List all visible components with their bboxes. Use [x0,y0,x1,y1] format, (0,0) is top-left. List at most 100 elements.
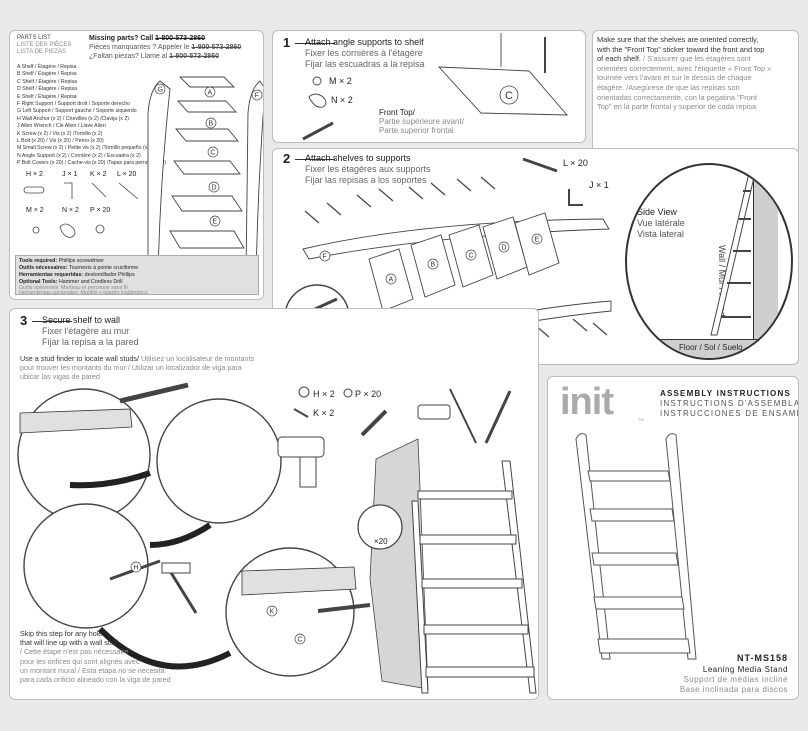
parts-title-fr: LISTE DES PIÈCES [17,42,72,48]
stud-2b: Utilizar un localizador de viga para [131,363,242,372]
missing-parts-es: ¿Faltan piezas? Llame al 1-800-573-2860 [89,53,219,60]
list-item: N Angle Support (x 2) / Cornière (x 2) /… [17,152,141,159]
hammer-handle-icon [168,570,198,614]
shelf-c-label: C [469,253,474,260]
part-label-e: E [213,219,218,226]
part-label-f: F [255,93,259,100]
assembled-shelf-4 [423,624,529,635]
stud-line-1: Use a stud finder to locate wall studs/ … [20,354,254,363]
support-f-label: F [323,254,327,261]
skip-4: pour les orifices qui sont alignés avec [20,656,140,666]
stud-finder-text: Use a stud finder to locate wall studs/ … [20,354,254,381]
list-item: J Allen Wrench / Clé Allen / Llave Allen [17,123,106,130]
hw-h: H × 2 [26,171,43,178]
front-top-es: Parte superior frontal [379,126,454,135]
arrow-3-icon [97,626,232,670]
step3-k: K × 2 [313,408,335,418]
product-name-es: Base inclinada para discos [679,685,788,694]
tool-hammer-icon [449,388,477,444]
note-en-1: Make sure that the shelves are oriented … [597,35,759,44]
arrow-1-icon [69,470,151,489]
assembly-instructions-fr: INSTRUCTIONS D'ASSEMBLAGE [660,399,799,408]
stud-line-2: pour trouver les montants du mur / Utili… [20,363,254,372]
assembled-shelf-1 [417,490,513,500]
stud-1: Use a stud finder to locate wall studs/ [20,354,140,363]
tools-required-label: Tools required: [19,258,58,264]
small-screw-icon [312,76,322,86]
shelf-b-label: B [431,262,436,269]
stud-2: pour trouver les montants du mur / [20,363,130,372]
model-number: NT-MS158 [736,653,788,663]
brand-logo: init [560,381,614,423]
screwdriver-icon [317,603,371,613]
step1-title-fr: Fixer les cornières à l'étagère [305,48,423,58]
side-view-es: Vista lateral [637,229,684,239]
tools-box: Tools required: Phillips screwdriver Out… [15,255,259,296]
assembly-instructions-es: INSTRUCCIONES DE ENSAMBLAJE [660,409,798,418]
wall-anchor-h-icon [298,386,310,398]
skip-line-5: un montant mural / Esta etapa no se nece… [20,666,171,675]
step3-title-en: Secure shelf to wall [42,315,121,325]
tools-fr: Outils nécessaires: Tournevis à pointe c… [19,265,138,271]
side-view-circle: Wall / Mur / Pared Floor / Sol / Suelo S… [625,163,793,360]
note-fr-2: orientées correctement, avec l'étiquette… [597,63,772,73]
step3-p: P × 20 [355,389,382,399]
step3-divider [32,321,72,322]
skip-3: / Cette étape n'est pas nécessaire [20,647,129,657]
screw-k-icon [293,408,309,418]
side-view-ladder [710,172,756,336]
angle-support-icon [308,93,327,108]
parts-title-es: LISTA DE PIEZAS [17,49,66,55]
wall-section-1 [19,408,133,434]
step3-title-es: Fijar la repisa a la pared [42,337,139,347]
shelf-c-badge [499,85,519,105]
step1-number: 1 [283,35,291,50]
hw-l: L × 20 [117,171,137,178]
note-fr-4: étagère. /Asegúrese de que las repisas s… [597,82,740,92]
tools-es: Herramientas requeridas: destornillador … [19,272,135,278]
circle-drill [156,398,282,524]
part-label-c: C [211,150,216,157]
step3-title-fr: Fixer l'étagère au mur [42,326,130,336]
hw-n: N × 2 [62,207,79,214]
optional-tools-es: Herramientas opcionales: Martillo y tala… [19,290,148,296]
step2-j: J × 1 [589,180,609,190]
bolt-l-icon [118,182,139,200]
step3-k-label: K [270,609,275,616]
list-item: E Shelf / Étagère / Repisa [17,93,77,100]
step2-divider [295,159,335,160]
hw-j: J × 1 [62,171,78,178]
list-item: C Shelf / Étagère / Repisa [17,78,77,85]
brand-panel: init TM ASSEMBLY INSTRUCTIONS INSTRUCTIO… [547,376,799,700]
side-view-en: Side View [637,207,677,217]
note-line-3: of each shelf. / S'assurer que les étagè… [597,54,771,64]
bolt-cover-icon [95,224,105,234]
bolt-cover-count: ×20 [374,537,388,546]
bolt-cover-zoom-circle [357,504,403,550]
screwdriver-icon [302,121,334,141]
exploded-parts-illustration: G F A B C D E [147,76,263,278]
stand-shelf-2 [589,508,675,522]
product-name-en: Leaning Media Stand [702,665,788,674]
assembled-shelf-5 [425,666,535,678]
step3-c-label: C [298,637,303,644]
skip-2: that will line up with a wall stud. [20,638,120,648]
step2-number: 2 [283,151,291,166]
stud-1b: Utilisez un localisateur de montants [141,354,255,363]
note-en-2: with the "Front Top" sticker toward the … [597,44,765,54]
stand-shelf-1 [587,470,671,482]
parts-items-list: A Shelf / Étagère / Repisa B Shelf / Éta… [17,64,166,168]
step1-illustration: C [302,33,569,141]
step1-divider [295,43,335,44]
list-item: L Bolt (x 20) / Vis (x 20) / Perno (x 20… [17,138,104,145]
shelf-a-label: A [389,277,394,284]
list-item: M Small Screw (x 2) / Petite vis (x 2) /… [17,145,154,152]
allen-wrench-icon [568,189,583,206]
tool-drill-icon [417,404,451,420]
skip-6: para cada orificio alineado con la viga … [20,675,171,685]
list-item: H Wall Anchor (x 2) / Chevilles (x 2) /C… [17,115,129,122]
optional-tools-value: Hammer and Cordless Drill [58,279,123,285]
hardware-icons [23,182,139,238]
tools-fr-value: Tournevis à pointe cruciforme [68,265,139,271]
note-en-3: of each shelf. [597,54,641,64]
